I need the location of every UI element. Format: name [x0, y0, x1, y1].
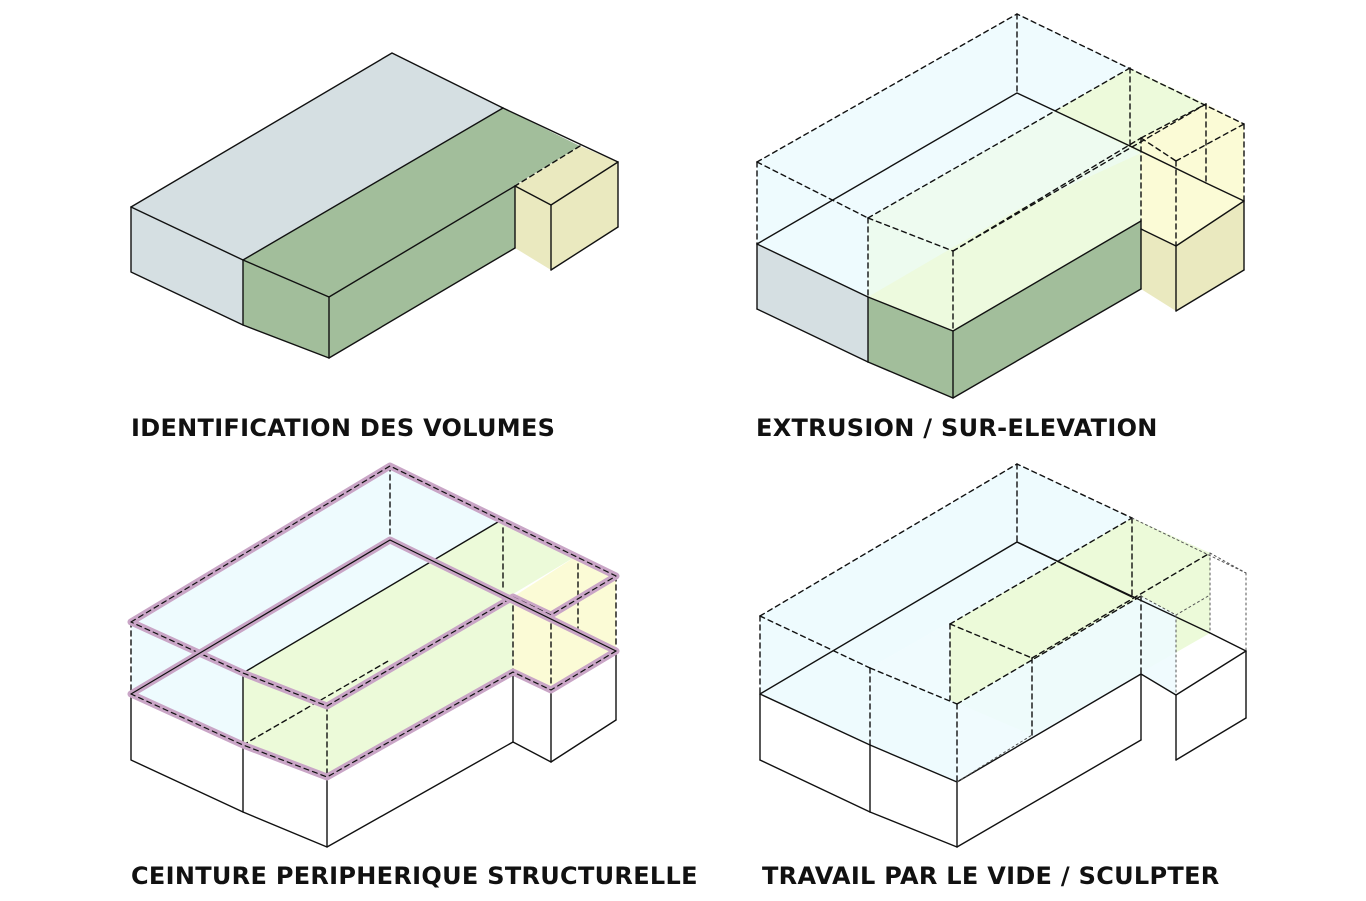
caption-extrusion: EXTRUSION / SUR-ELEVATION [756, 414, 1158, 442]
caption-travail: TRAVAIL PAR LE VIDE / SCULPTER [762, 862, 1220, 890]
yellow-volume [515, 146, 618, 270]
panel-identification-diagram [130, 52, 619, 359]
caption-identification: IDENTIFICATION DES VOLUMES [131, 414, 556, 442]
ghost-upper-volume [131, 466, 616, 777]
panel-extrusion-diagram [756, 13, 1245, 399]
green-volume [243, 108, 580, 358]
panel-ceinture-diagram [127, 462, 620, 848]
carved-ghost-volume [760, 464, 1210, 782]
structural-belt-bottom [127, 536, 620, 781]
base-volumes [757, 201, 1244, 398]
grey-volume [131, 53, 503, 325]
panel-travail-diagram [759, 463, 1247, 848]
caption-ceinture: CEINTURE PERIPHERIQUE STRUCTURELLE [131, 862, 698, 890]
